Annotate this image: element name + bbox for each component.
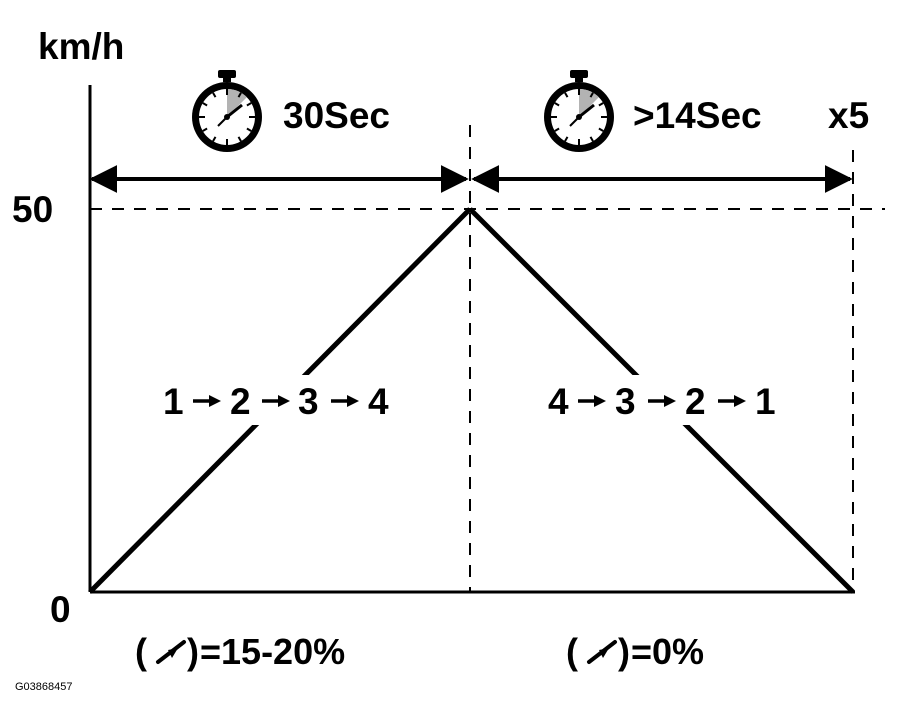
gear-number: 3 (615, 381, 636, 422)
repeat-count: x5 (828, 95, 869, 136)
svg-text:): ) (187, 631, 199, 672)
decel-duration: >14Sec (633, 95, 762, 136)
stopwatch-icon (190, 68, 264, 154)
throttle-pedal-icon (156, 640, 186, 664)
figure-code: G03868457 (15, 681, 73, 693)
gear-number: 2 (230, 381, 251, 422)
svg-text:(: ( (566, 631, 578, 672)
throttle-pedal-icon (587, 640, 617, 664)
y-tick-bottom: 0 (50, 589, 71, 630)
stopwatch-icon (542, 68, 616, 154)
gear-number: 4 (548, 381, 569, 422)
gear-number: 2 (685, 381, 706, 422)
svg-text:): ) (618, 631, 630, 672)
decel-throttle-value: =0% (631, 631, 704, 672)
accel-duration: 30Sec (283, 95, 390, 136)
y-tick-top: 50 (12, 189, 53, 230)
gear-number: 1 (163, 381, 184, 422)
decel-throttle-label: ( ) =0% (566, 631, 704, 672)
gear-number: 1 (755, 381, 776, 422)
decel-gear-sequence: 4 3 2 1 (540, 375, 790, 425)
gear-number: 4 (368, 381, 389, 422)
accel-throttle-label: ( ) =15-20% (135, 631, 345, 672)
gear-number: 3 (298, 381, 319, 422)
y-axis-unit: km/h (38, 26, 124, 67)
accel-gear-sequence: 1 2 3 4 (150, 375, 400, 425)
svg-text:(: ( (135, 631, 147, 672)
accel-throttle-value: =15-20% (200, 631, 345, 672)
